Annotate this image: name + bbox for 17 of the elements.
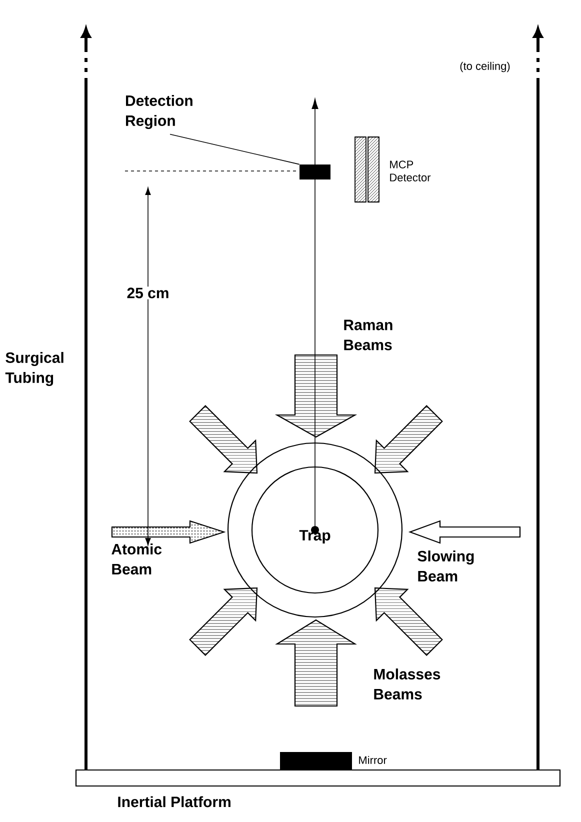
beam-label: Molasses Beams (374, 668, 440, 700)
detection-block (300, 164, 330, 180)
tubing-label: Surgical Tubing (5, 352, 64, 386)
node-label: Inertial Platform (118, 796, 230, 808)
dimension-label: 25 cm (126, 286, 170, 300)
beam-arrow (374, 405, 443, 474)
beam-label: Raman Beams (344, 320, 392, 350)
beam-arrow (374, 587, 443, 656)
region-label: Detection Region (126, 94, 192, 130)
note-label: (to ceiling) (460, 62, 510, 72)
beam-label: Slowing Beam (418, 550, 474, 582)
detector-label: MCP Detector (390, 160, 431, 182)
platform-slab: Inertial Platform (75, 769, 561, 808)
beam-arrow (189, 405, 258, 474)
beam-arrow (189, 587, 258, 656)
beam-label: Atomic Beam (112, 543, 162, 574)
leader-line (170, 134, 300, 165)
